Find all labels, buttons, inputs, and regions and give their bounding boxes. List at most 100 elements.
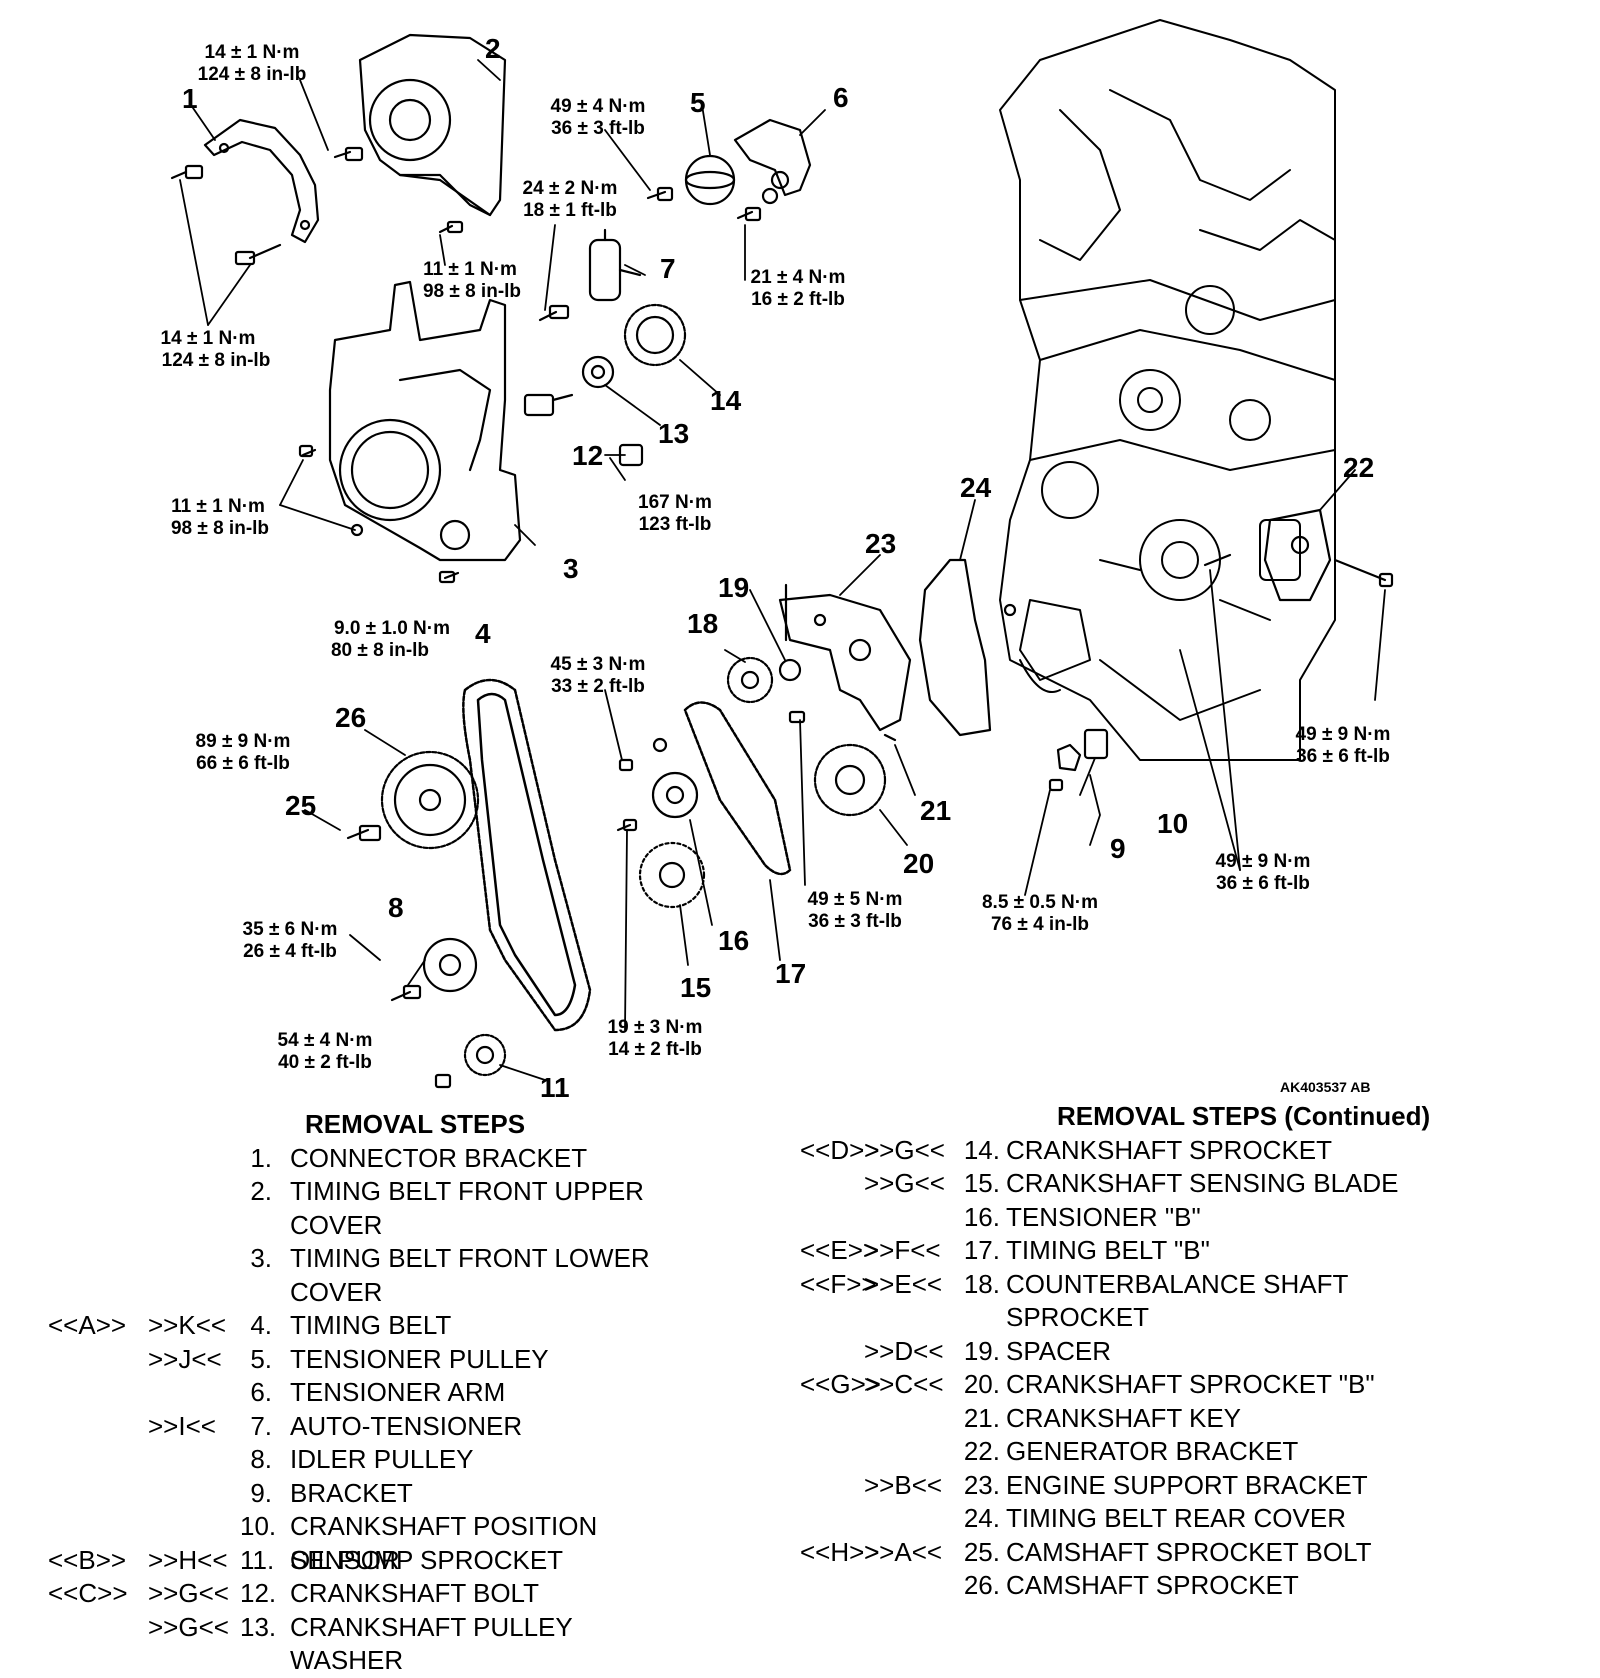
callout-8: 8: [388, 892, 404, 923]
rear-cover-drawing: [918, 558, 1017, 737]
installation-note: >>I<<: [148, 1410, 216, 1441]
tensioner-pulley-drawing: [646, 154, 736, 206]
pulley-washer-drawing: [581, 355, 615, 389]
callout-7: 7: [660, 253, 676, 284]
step-number: 14.: [963, 1134, 1000, 1165]
camshaft-sprocket-drawing: [346, 750, 480, 850]
installation-note: >>C<<: [864, 1369, 944, 1399]
sensing-blade-drawing: [616, 818, 706, 909]
torque-imperial: 76 ± 4 in-lb: [991, 914, 1089, 935]
step-row: >>B<<23.ENGINE SUPPORT BRACKET: [800, 1469, 1590, 1503]
oil-pump-sprocket-drawing: [434, 1033, 507, 1089]
step-number: 11.: [240, 1544, 275, 1575]
step-label: TIMING BELT FRONT UPPER COVER: [290, 1176, 644, 1240]
step-row: 2. TIMING BELT FRONT UPPER COVER: [48, 1175, 778, 1242]
callout-21: 21: [920, 795, 951, 826]
installation-note: >>J<<: [148, 1343, 222, 1374]
installation-note: >>H<<: [148, 1544, 228, 1575]
torque-metric: 89 ± 9 N·m: [196, 731, 291, 752]
callout-25: 25: [285, 790, 316, 821]
step-number: 25.: [963, 1536, 1000, 1567]
torque-imperial: 18 ± 1 ft-lb: [523, 200, 617, 221]
installation-note: >>G<<: [148, 1578, 229, 1608]
callout-15: 15: [680, 972, 711, 1003]
installation-note: >>K<<: [148, 1310, 227, 1340]
removal-note: <<A>>: [48, 1310, 127, 1340]
callout-4: 4: [475, 618, 491, 649]
callout-10: 10: [1157, 808, 1188, 839]
installation-note: >>D<<: [864, 1335, 944, 1366]
torque-imperial: 40 ± 2 ft-lb: [278, 1052, 372, 1073]
step-label: CRANKSHAFT PULLEY WASHER: [290, 1611, 573, 1676]
torque-imperial: 98 ± 8 in-lb: [423, 281, 521, 302]
step-number: 2.: [250, 1176, 272, 1206]
step-row: 1.CONNECTOR BRACKET: [48, 1142, 778, 1176]
step-label: GENERATOR BRACKET: [1006, 1436, 1299, 1466]
installation-note: >>A<<: [864, 1536, 943, 1567]
step-row: >>J<< 5. TENSIONER PULLEY: [48, 1343, 778, 1377]
callout-5: 5: [690, 87, 706, 118]
step-number: 23.: [963, 1469, 1000, 1500]
step-label: CAMSHAFT SPROCKET BOLT: [1006, 1536, 1372, 1567]
step-label: TIMING BELT FRONT LOWER COVER: [290, 1243, 650, 1307]
figure-id: AK403537 AB: [1280, 1079, 1371, 1095]
tensioner-arm-drawing: [733, 118, 812, 222]
torque-imperial: 36 ± 3 ft-lb: [808, 911, 902, 932]
callout-26: 26: [335, 702, 366, 733]
removal-note: <<H>>: [800, 1536, 880, 1567]
removal-steps-continued-title-row: REMOVAL STEPS (Continued): [800, 1100, 1590, 1134]
lower-cover-drawing: [298, 280, 522, 584]
removal-steps-continued-title: REMOVAL STEPS (Continued): [1057, 1101, 1431, 1131]
step-number: 5.: [250, 1343, 272, 1374]
leader-lines: [179, 59, 1386, 1081]
step-label: SPACER: [1006, 1335, 1111, 1366]
callout-24: 24: [960, 472, 992, 503]
exploded-parts-diagram: 1 2 3 4 5 6 7 8 9 10 11 12 13 14 15 16 1…: [161, 19, 1394, 1100]
step-row: <<D>>>>G<<14.CRANKSHAFT SPROCKET: [800, 1134, 1590, 1168]
step-number: 6.: [250, 1377, 272, 1407]
callout-12: 12: [572, 440, 603, 471]
removal-steps-title: REMOVAL STEPS: [305, 1109, 526, 1139]
timing-belt-b-drawing: [683, 701, 792, 876]
callout-6: 6: [833, 82, 849, 113]
step-number: 8.: [250, 1444, 272, 1474]
torque-metric: 45 ± 3 N·m: [551, 654, 646, 675]
step-label: CAMSHAFT SPROCKET: [1006, 1570, 1299, 1600]
bracket-drawing: [1048, 743, 1082, 792]
torque-imperial: 124 ± 8 in-lb: [198, 64, 307, 85]
step-number: 10.: [240, 1511, 277, 1541]
step-label: CRANKSHAFT BOLT: [290, 1578, 539, 1608]
timing-belt-drawing: [462, 678, 592, 1032]
callout-17: 17: [775, 958, 806, 989]
torque-metric: 24 ± 2 N·m: [523, 178, 618, 199]
engine-block-drawing: [999, 19, 1336, 761]
step-row: 22.GENERATOR BRACKET: [800, 1435, 1590, 1469]
removal-note: <<D>>: [800, 1134, 880, 1165]
torque-metric: 49 ± 5 N·m: [808, 889, 903, 910]
step-label: CRANKSHAFT KEY: [1006, 1402, 1242, 1433]
torque-imperial: 36 ± 3 ft-lb: [551, 118, 645, 139]
torque-imperial: 26 ± 4 ft-lb: [243, 941, 337, 962]
step-label: CRANKSHAFT SPROCKET "B": [1006, 1369, 1375, 1399]
step-row: 9.BRACKET: [48, 1477, 778, 1511]
crank-sprocket-b-drawing: [788, 710, 897, 817]
torque-imperial: 14 ± 2 ft-lb: [608, 1039, 702, 1060]
removal-steps-continued-list: REMOVAL STEPS (Continued) <<D>>>>G<<14.C…: [800, 1100, 1590, 1603]
crank-sprocket-drawing: [623, 303, 687, 367]
step-label: TENSIONER PULLEY: [290, 1343, 549, 1374]
step-number: 26.: [963, 1570, 1000, 1600]
torque-metric: 54 ± 4 N·m: [278, 1030, 373, 1051]
step-label: ENGINE SUPPORT BRACKET: [1006, 1469, 1368, 1500]
step-row: 16.TENSIONER "B": [800, 1201, 1590, 1235]
step-row: 8. IDLER PULLEY: [48, 1443, 778, 1477]
step-number: 18.: [963, 1268, 1000, 1299]
torque-imperial: 123 ft-lb: [639, 514, 712, 535]
step-number: 24.: [963, 1503, 1000, 1533]
step-number: 13.: [240, 1611, 277, 1642]
step-label: IDLER PULLEY: [290, 1444, 474, 1474]
removal-note: <<B>>: [48, 1544, 127, 1575]
step-row: >>G<<13.CRANKSHAFT PULLEY WASHER: [48, 1611, 778, 1676]
step-row: >>I<<7.AUTO-TENSIONER: [48, 1410, 778, 1444]
removal-steps-title-row: REMOVAL STEPS: [48, 1108, 778, 1142]
